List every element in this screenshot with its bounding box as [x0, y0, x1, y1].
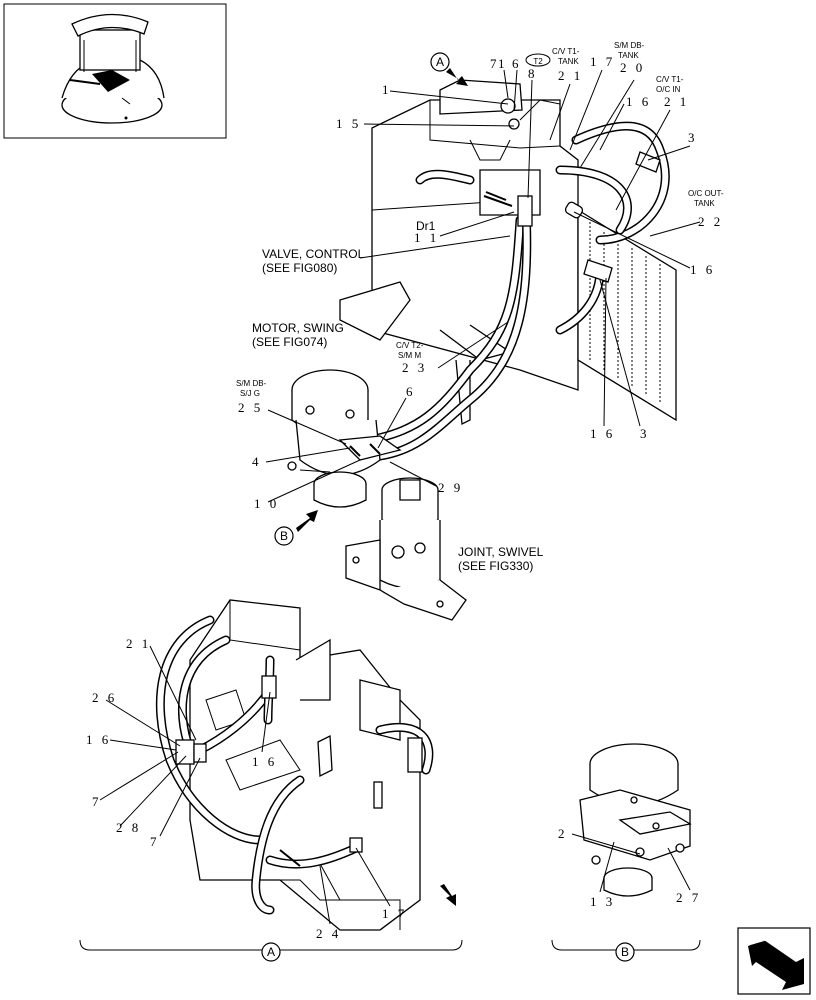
- callout-25: 2 5: [238, 400, 263, 415]
- cv-t1-oc-label: C/V T1-: [656, 75, 684, 84]
- valve-caption: VALVE, CONTROL: [262, 247, 365, 261]
- swing-motor-top: [287, 369, 402, 508]
- motor-caption-2: (SEE FIG074): [252, 335, 327, 349]
- view-a-label: A: [267, 945, 275, 959]
- callout-6b: 6: [406, 384, 416, 399]
- callout-21a: 2 1: [558, 68, 583, 83]
- callout-1a: 1: [498, 56, 508, 71]
- sm-db-tank-label: S/M DB-: [614, 41, 645, 50]
- sm-db-sjg-label-2: S/J G: [240, 389, 260, 398]
- callout-7b: 7: [150, 834, 160, 849]
- next-page-button[interactable]: [737, 927, 811, 995]
- view-a-assembly: [155, 599, 434, 931]
- t2-label: T2: [533, 57, 543, 66]
- callout-26: 2 6: [92, 690, 117, 705]
- callout-71: 7: [490, 56, 500, 71]
- view-a-arrow: A: [430, 52, 468, 86]
- view-b-label: B: [621, 945, 629, 959]
- callout-11: 1 1: [414, 230, 439, 245]
- next-page-arrow-icon[interactable]: [748, 939, 804, 990]
- swivel-joint: [345, 477, 467, 621]
- sm-db-sjg-label: S/M DB-: [236, 379, 267, 388]
- callout-15: 1 5: [336, 116, 361, 131]
- dr1-label: Dr1: [416, 219, 436, 233]
- callout-16e: 1 6: [252, 754, 277, 769]
- callout-16c: 1 6: [590, 426, 615, 441]
- callout-22: 2 2: [698, 214, 723, 229]
- callout-21b: 2 1: [664, 94, 689, 109]
- cv-t1-oc-label-2: O/C IN: [656, 85, 681, 94]
- callout-4: 4: [252, 454, 262, 469]
- motor-caption: MOTOR, SWING: [252, 321, 344, 335]
- callout-2: 2: [558, 826, 568, 841]
- callout-3a: 3: [688, 130, 698, 145]
- view-b-bracket: B: [551, 939, 701, 962]
- callout-27: 2 7: [676, 890, 701, 905]
- sm-db-tank-label-2: TANK: [618, 51, 639, 60]
- cv-t2-label: C/V T2-: [396, 341, 424, 350]
- callout-23: 2 3: [402, 360, 427, 375]
- control-valve-assembly: [339, 79, 677, 461]
- cv-t1-tank-label: C/V T1-: [552, 47, 580, 56]
- callout-29: 2 9: [438, 480, 463, 495]
- callout-6a: 6: [512, 56, 522, 71]
- callouts: 7 1 6 8 2 1 1 7 2 0 1 6 2 1 3 1 1 5 2 2 …: [86, 54, 723, 941]
- callout-16b: 1 6: [690, 262, 715, 277]
- view-a-exit-arrow: [440, 884, 456, 906]
- view-b-motor: [579, 743, 692, 897]
- top-labels: T2 C/V T1- TANK S/M DB- TANK C/V T1- O/C…: [236, 41, 724, 398]
- joint-caption-2: (SEE FIG330): [458, 559, 533, 573]
- cv-t2-label-2: S/M M: [398, 351, 421, 360]
- view-a-marker: A: [436, 55, 444, 69]
- captions: VALVE, CONTROL (SEE FIG080) MOTOR, SWING…: [252, 247, 544, 573]
- callout-16a: 1 6: [626, 94, 651, 109]
- callout-13: 1 3: [590, 894, 615, 909]
- callout-8: 8: [528, 66, 538, 81]
- oc-out-label-2: TANK: [694, 199, 715, 208]
- leader-lines: [99, 69, 701, 925]
- callout-16d: 1 6: [86, 732, 111, 747]
- callout-20: 2 0: [620, 60, 645, 75]
- cv-t1-tank-label-2: TANK: [558, 57, 579, 66]
- callout-1: 1: [382, 82, 392, 97]
- view-a-bracket: A: [79, 939, 463, 962]
- excavator-cab-icon: [61, 13, 165, 124]
- oc-out-label: O/C OUT-: [688, 189, 724, 198]
- view-b-marker: B: [280, 529, 288, 543]
- callout-21c: 2 1: [126, 636, 151, 651]
- callout-17a: 1 7: [590, 54, 615, 69]
- callout-24: 2 4: [316, 926, 341, 941]
- callout-7a: 7: [92, 794, 102, 809]
- callout-3b: 3: [640, 426, 650, 441]
- callout-10: 1 0: [254, 496, 279, 511]
- callout-28: 2 8: [116, 820, 141, 835]
- thumbnail: [3, 3, 227, 139]
- valve-caption-2: (SEE FIG080): [262, 261, 337, 275]
- callout-17b: 1 7: [382, 906, 407, 921]
- joint-caption: JOINT, SWIVEL: [458, 545, 544, 559]
- view-b-arrow: B: [274, 510, 318, 546]
